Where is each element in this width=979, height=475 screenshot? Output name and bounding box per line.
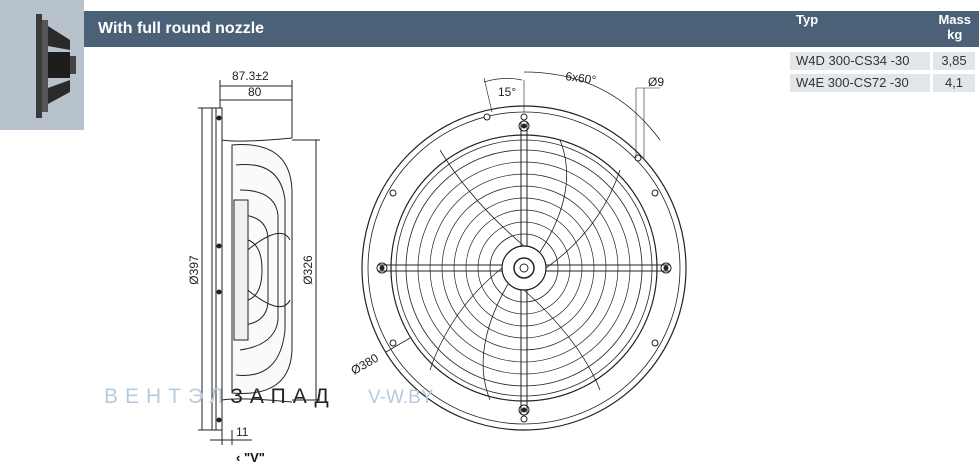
angle-15: 15°: [498, 85, 516, 99]
view-label: ‹ "V": [236, 450, 265, 465]
watermark-brand: ВЕНТЭЛЗАПАД: [104, 385, 336, 409]
angle-6x60: 6x60°: [565, 69, 598, 87]
dim-87: 87.3±2: [232, 69, 269, 83]
model-typ: W4D 300-CS34 -30: [790, 52, 930, 70]
front-view: [361, 71, 687, 431]
watermark-site: V-W.BY: [368, 387, 434, 408]
model-mass: 4,1: [933, 74, 975, 92]
model-mass: 3,85: [933, 52, 975, 70]
mass-label: Mass: [938, 12, 971, 27]
column-header-mass: Mass kg: [938, 12, 971, 42]
fan-side-icon: [36, 14, 76, 118]
dim-397: Ø397: [187, 255, 201, 285]
dim-80: 80: [248, 85, 262, 99]
model-typ: W4E 300-CS72 -30: [790, 74, 930, 92]
header-title: With full round nozzle: [98, 20, 265, 37]
view-label-text: "V": [243, 450, 265, 465]
side-view: [198, 80, 320, 445]
product-thumbnail: [0, 0, 84, 130]
view-arrow-icon: ‹: [236, 450, 244, 465]
header-bar: With full round nozzle Typ Mass kg: [84, 11, 979, 47]
watermark-part2: ЗАПАД: [230, 385, 336, 408]
watermark-part1: ВЕНТЭЛ: [104, 385, 231, 408]
dim-326: Ø326: [301, 255, 315, 285]
mass-unit: kg: [947, 27, 963, 42]
column-header-typ: Typ: [796, 12, 819, 27]
dim-380: Ø380: [349, 351, 382, 378]
dim-9: Ø9: [648, 75, 664, 89]
dim-11: 11: [236, 425, 249, 439]
